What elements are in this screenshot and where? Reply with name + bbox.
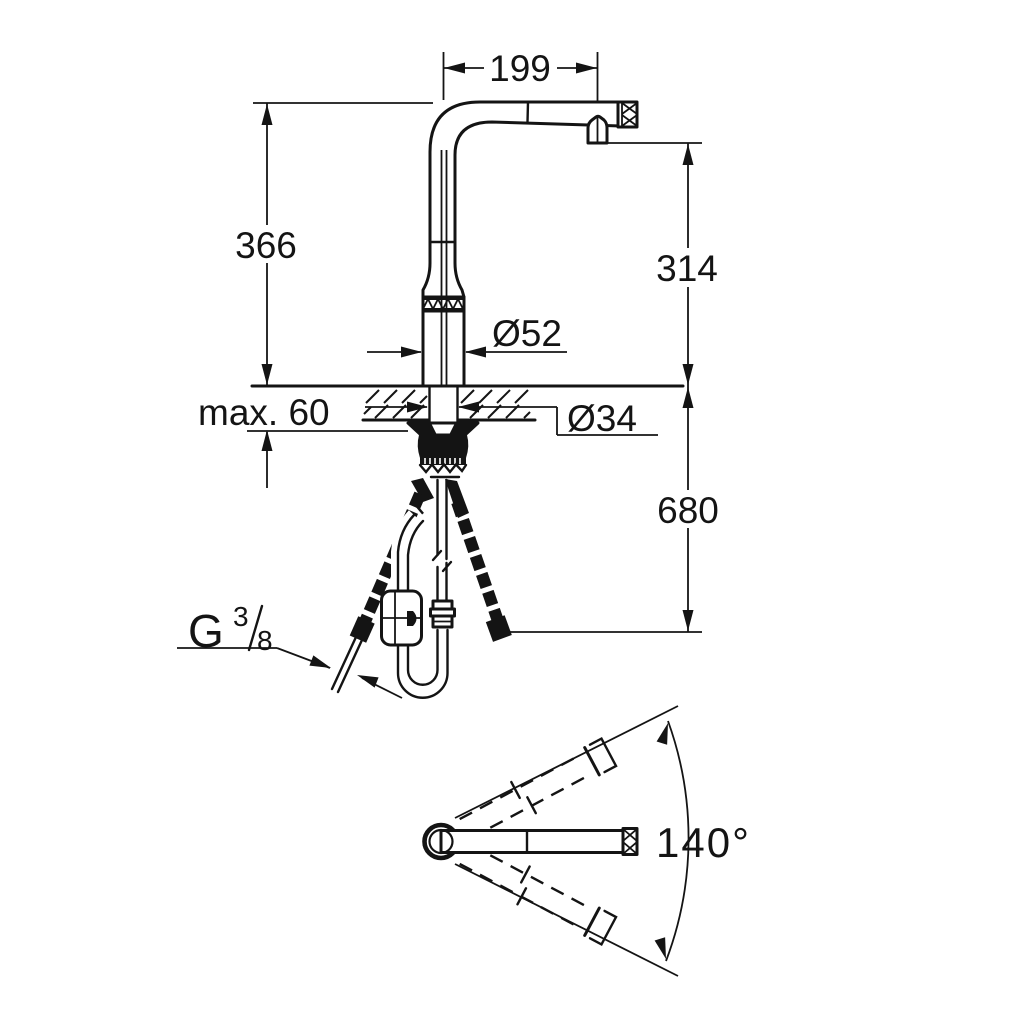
dim-199-label: 199 [489, 48, 551, 89]
dim-d52-label: Ø52 [492, 313, 562, 354]
dimensions: 199 366 314 680 max. 60 [177, 48, 719, 699]
pivot-inner-ring [428, 828, 454, 855]
spout-end-cap-top-view [621, 827, 639, 856]
dimension-d34: Ø34 [365, 398, 658, 439]
spout-top-view [439, 829, 625, 854]
dimension-g38: G 3 8 [177, 601, 403, 699]
right-hose-fitting [485, 615, 512, 642]
nut-ribs [424, 458, 461, 464]
dimension-680: 680 [657, 386, 719, 632]
hose-weight [380, 589, 423, 647]
dimension-d52: Ø52 [367, 313, 567, 358]
swivel-angle-label: 140° [656, 819, 751, 866]
dim-314-label: 314 [656, 248, 718, 289]
faucet-body [421, 100, 639, 388]
dimension-199: 199 [443, 48, 598, 89]
pullout-pipe [429, 478, 456, 629]
base-cylinder [421, 309, 466, 388]
extension-lines [247, 52, 702, 633]
g38-letter: G [188, 605, 224, 657]
weight-clip [407, 611, 417, 626]
dimension-314: 314 [656, 143, 718, 386]
pullout-hose-loop [391, 510, 455, 705]
hose-connector [429, 599, 456, 629]
dim-366-label: 366 [235, 225, 297, 266]
left-hose-stub [411, 478, 434, 502]
mounting-hardware [406, 421, 480, 479]
top-view-swivel: 140° [422, 705, 751, 977]
dim-d34-label: Ø34 [567, 398, 637, 439]
g38-numerator: 3 [233, 601, 249, 632]
dim-680-label: 680 [657, 490, 719, 531]
mounting-nut [417, 435, 469, 458]
swivel-arc [665, 720, 690, 962]
right-supply-hose [451, 500, 505, 626]
joint-band [421, 295, 466, 313]
dimension-366: 366 [235, 103, 297, 386]
spout-end-cap [616, 100, 639, 129]
dim-max60-label: max. 60 [198, 392, 330, 433]
supply-hoses [330, 478, 512, 694]
front-view [247, 52, 702, 705]
g38-denominator: 8 [257, 625, 273, 656]
dimension-max60: max. 60 [198, 392, 330, 488]
